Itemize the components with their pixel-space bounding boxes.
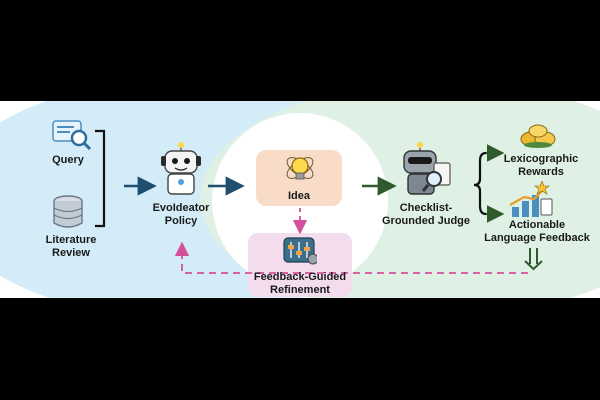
feedback-label: Actionable Language Feedback (484, 219, 590, 244)
growth-chart-icon (509, 181, 553, 217)
policy-label: EvoIdeator Policy (152, 202, 210, 227)
idea-label: Idea (287, 190, 310, 202)
output-bracket (473, 151, 487, 216)
input-bracket (95, 129, 106, 228)
policy-robot-icon (161, 142, 201, 195)
literature-review-label: Literature Review (45, 234, 97, 259)
diagram-canvas: Query Literature Review EvoIdeator Polic… (0, 101, 600, 298)
query-search-icon (52, 120, 92, 150)
judge-robot-icon (403, 142, 451, 195)
database-icon (53, 195, 83, 228)
lightbulb-icon (286, 157, 314, 180)
query-label: Query (52, 154, 84, 166)
dashed-feedback-loop (174, 241, 528, 274)
sliders-gear-icon (283, 237, 317, 265)
rewards-label: Lexicographic Rewards (503, 153, 579, 178)
judge-label: Checklist- Grounded Judge (382, 202, 470, 227)
connectors (95, 129, 543, 274)
refinement-label: Feedback-Guided Refinement (253, 271, 347, 296)
coins-icon (520, 124, 556, 148)
double-arrow-head (524, 260, 543, 271)
